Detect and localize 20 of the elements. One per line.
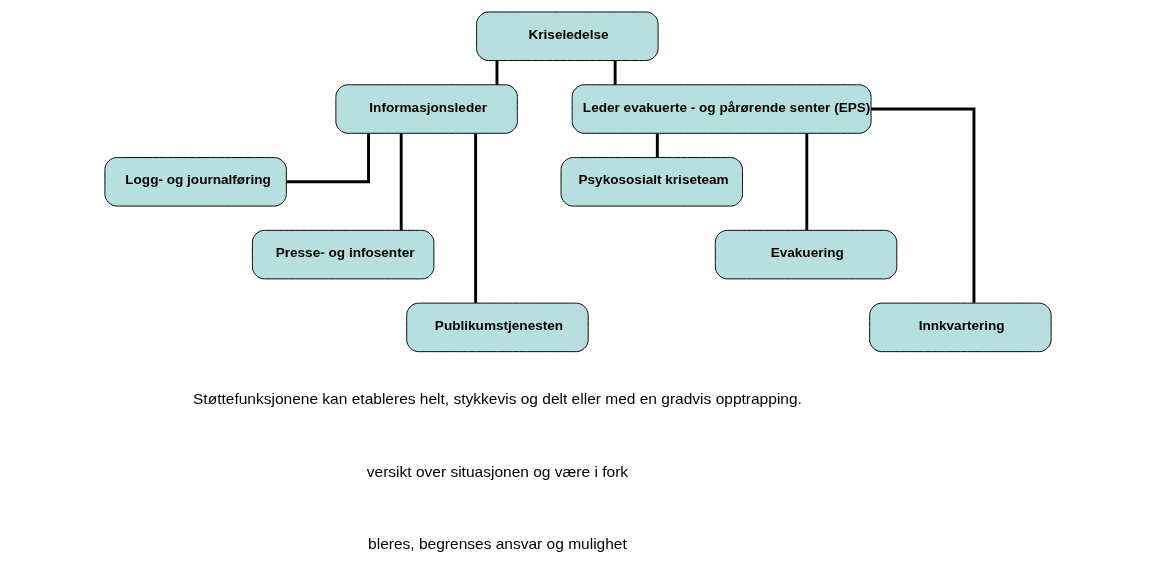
connector (399, 133, 403, 231)
node-box: Kriseledelse (476, 11, 659, 61)
node-box: Evakuering (714, 229, 898, 280)
connector (286, 133, 370, 184)
connector (495, 60, 499, 85)
node-box: Logg- og journalføring (104, 157, 287, 207)
connector (613, 60, 617, 85)
connector (655, 133, 659, 158)
connector (805, 133, 809, 231)
node-box: Publikumstjenesten (406, 302, 589, 353)
label: Støttefunksjonene kan etableres helt, stykkevis og delt eller med en gradvis opptrapping. (193, 389, 802, 407)
node-box: Innkvartering (869, 302, 1052, 353)
node-box: Psykososialt kriseteam (560, 157, 743, 207)
node-box: Presse- og infosenter (251, 229, 435, 280)
connector (474, 133, 478, 303)
node-box: Leder evakuerte - og pårørende senter (EPS) (571, 84, 872, 134)
label: versikt over situasjonen og være i fork (366, 462, 629, 480)
label: bleres, begrenses ansvar og mulighet (368, 535, 627, 553)
connector (871, 107, 976, 303)
node-box: Informasjonsleder (335, 84, 518, 134)
